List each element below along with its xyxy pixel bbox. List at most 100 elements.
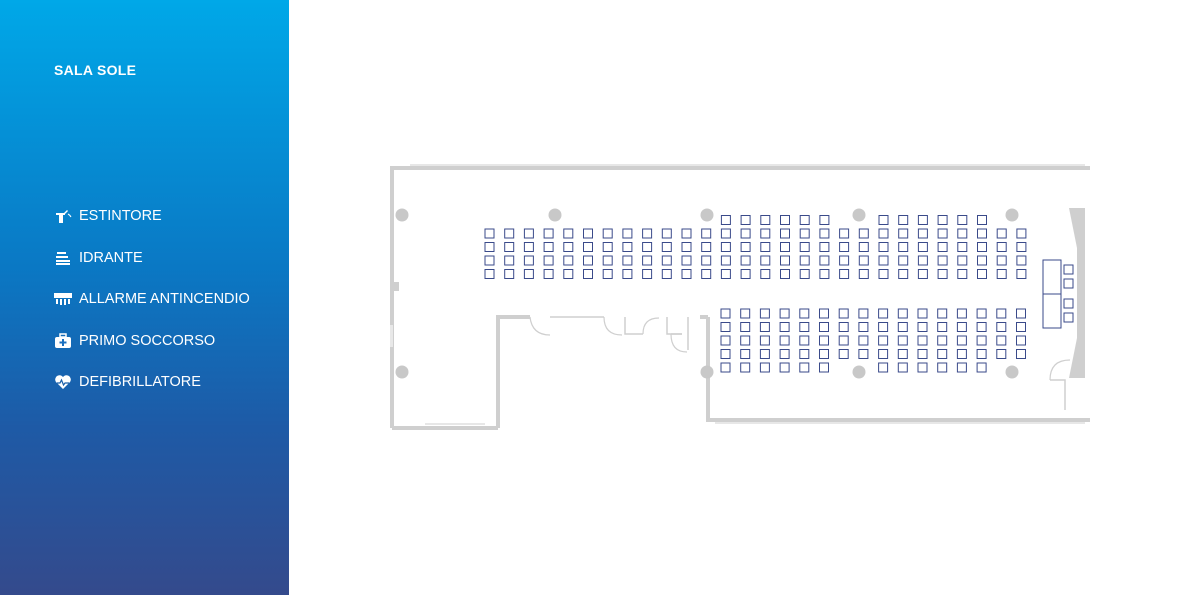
legend-item-hydrant[interactable]: IDRANTE: [54, 248, 250, 268]
seat: [1063, 298, 1074, 309]
seat: [543, 242, 554, 252]
seat: [701, 255, 712, 266]
seat: [642, 269, 653, 279]
seat: [897, 362, 908, 373]
seat: [897, 322, 908, 332]
seat: [799, 228, 810, 239]
column: [548, 208, 562, 222]
seat: [799, 269, 810, 279]
seat: [740, 322, 751, 332]
seat: [740, 255, 751, 266]
seat: [759, 308, 770, 319]
seat: [484, 228, 495, 239]
seat: [799, 362, 810, 373]
seat: [996, 269, 1007, 279]
seat: [838, 349, 849, 359]
legend-label: PRIMO SOCCORSO: [79, 332, 216, 349]
seat: [898, 269, 909, 279]
seat: [977, 215, 987, 225]
seat: [878, 255, 889, 266]
seat: [858, 349, 869, 359]
seat: [878, 349, 889, 359]
seat: [917, 228, 928, 239]
seat: [720, 349, 731, 359]
seat: [898, 228, 909, 239]
seat: [602, 228, 613, 239]
seat: [563, 255, 574, 266]
wall-mark: [393, 282, 399, 291]
seat: [740, 269, 751, 279]
seat: [543, 228, 554, 239]
seat: [1016, 242, 1027, 252]
legend-item-fire-alarm[interactable]: ALLARME ANTINCENDIO: [54, 289, 250, 309]
seat: [957, 242, 968, 252]
seat: [760, 228, 771, 239]
seat: [937, 362, 948, 373]
seat: [563, 242, 574, 252]
seat: [996, 349, 1007, 359]
seat: [996, 228, 1007, 239]
seat: [917, 215, 928, 225]
seat: [878, 228, 889, 239]
legend-label: DEFIBRILLATORE: [79, 374, 201, 390]
doors: [529, 316, 1071, 381]
seat: [858, 335, 869, 346]
seat: [759, 349, 770, 359]
seat: [740, 335, 751, 346]
seat: [858, 308, 869, 319]
seat: [878, 269, 889, 279]
seat: [681, 242, 692, 252]
columns: [395, 208, 1019, 379]
seat: [957, 215, 968, 225]
seat: [760, 255, 771, 266]
column: [1005, 208, 1019, 222]
seat: [583, 228, 593, 239]
seat: [720, 269, 731, 279]
seat: [996, 242, 1007, 252]
podium-table: [1042, 293, 1062, 329]
seat: [977, 269, 987, 279]
seat: [878, 335, 889, 346]
seats: [484, 215, 1074, 373]
seat: [898, 215, 909, 225]
seat: [957, 255, 968, 266]
legend-label: IDRANTE: [79, 249, 143, 266]
seat: [937, 215, 948, 225]
seat: [720, 242, 731, 252]
seat: [898, 255, 909, 266]
seat: [917, 322, 928, 332]
seat: [760, 269, 771, 279]
legend-label: ALLARME ANTINCENDIO: [79, 291, 250, 307]
seat: [819, 215, 830, 225]
seat: [681, 228, 692, 239]
seat: [957, 269, 968, 279]
seat: [799, 322, 810, 332]
seat: [720, 322, 731, 332]
seat: [878, 308, 889, 319]
seat: [917, 269, 928, 279]
seat: [720, 215, 731, 225]
seat: [523, 269, 534, 279]
seat: [976, 335, 987, 346]
seat: [839, 228, 850, 239]
legend: ESTINTORE IDRANTE ALLARME ANTINCENDIO PR…: [54, 206, 250, 414]
seat: [956, 335, 967, 346]
seat: [720, 255, 731, 266]
hydrant-icon: [54, 250, 72, 266]
seat: [937, 228, 948, 239]
legend-item-first-aid[interactable]: PRIMO SOCCORSO: [54, 331, 250, 351]
seat: [602, 269, 613, 279]
seat: [583, 242, 593, 252]
seat: [858, 228, 869, 239]
seat: [543, 269, 554, 279]
seat: [622, 228, 633, 239]
legend-item-defibrillator[interactable]: DEFIBRILLATORE: [54, 372, 250, 392]
seat: [701, 228, 712, 239]
seat: [819, 362, 829, 373]
seat: [740, 308, 751, 319]
seat: [917, 308, 928, 319]
legend-item-extinguisher[interactable]: ESTINTORE: [54, 206, 250, 226]
seat: [484, 255, 495, 266]
column: [852, 365, 866, 379]
seat: [819, 255, 830, 266]
